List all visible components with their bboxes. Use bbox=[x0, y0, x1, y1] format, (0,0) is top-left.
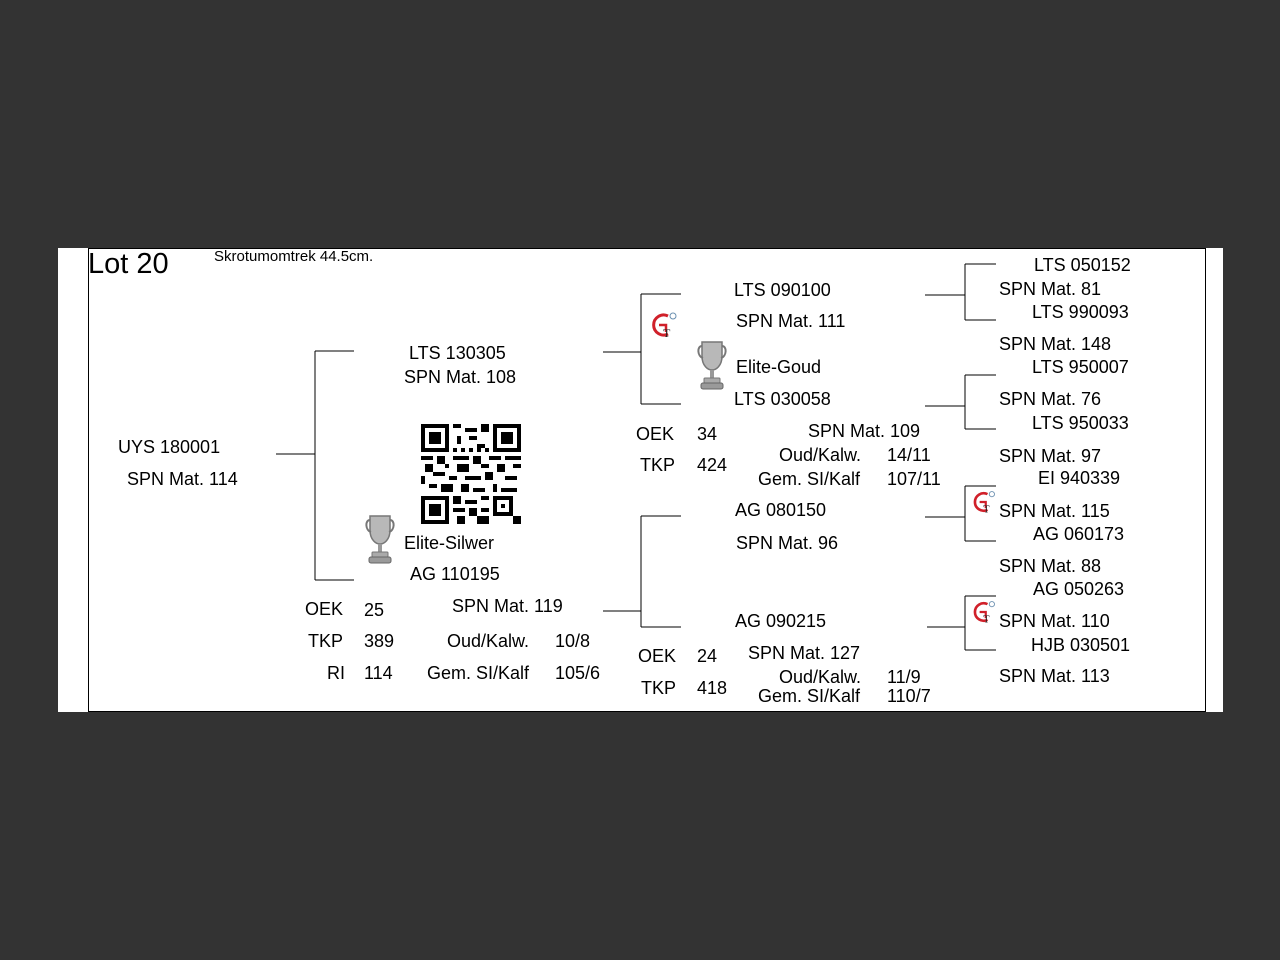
dam-spn: SPN Mat. 119 bbox=[452, 596, 563, 616]
gt-logo-icon: T bbox=[973, 601, 995, 626]
dam-oek: 25 bbox=[364, 600, 385, 620]
trophy-icon bbox=[365, 515, 395, 564]
sd-oud-label: Oud/Kalw. bbox=[779, 445, 862, 465]
svg-text:T: T bbox=[663, 326, 671, 340]
lot-title: Lot 20 bbox=[88, 248, 169, 280]
dd-tkp: 418 bbox=[697, 678, 728, 698]
dd-oud-label: Oud/Kalw. bbox=[779, 667, 862, 687]
qr-code bbox=[421, 424, 521, 524]
dam-tkp: 389 bbox=[364, 631, 395, 651]
svg-text:T: T bbox=[983, 615, 990, 626]
dam-oud: 10/8 bbox=[555, 631, 591, 651]
ds-id: AG 080150 bbox=[735, 500, 827, 520]
dd-oud: 11/9 bbox=[887, 667, 921, 687]
gt-logo-icon: T bbox=[652, 312, 677, 340]
dam-gem: 105/6 bbox=[555, 663, 601, 683]
gen3-spn: SPN Mat. 97 bbox=[999, 446, 1102, 466]
sd-oek: 34 bbox=[697, 424, 718, 444]
dd-id: AG 090215 bbox=[735, 611, 827, 631]
dam-id: AG 110195 bbox=[410, 564, 500, 584]
svg-text:T: T bbox=[983, 505, 990, 516]
dam-ri-label: RI bbox=[327, 663, 345, 683]
animal-spn: SPN Mat. 114 bbox=[127, 469, 238, 489]
ss-spn: SPN Mat. 111 bbox=[736, 311, 846, 331]
sire-id: LTS 130305 bbox=[409, 343, 506, 363]
gen3-spn: SPN Mat. 115 bbox=[999, 501, 1110, 521]
dd-gem-label: Gem. SI/Kalf bbox=[758, 686, 861, 706]
ds-spn: SPN Mat. 96 bbox=[736, 533, 839, 553]
dd-spn: SPN Mat. 127 bbox=[748, 643, 861, 663]
sd-gem: 107/11 bbox=[887, 469, 941, 489]
dam-ri: 114 bbox=[364, 663, 393, 683]
gen3-id: LTS 050152 bbox=[1034, 255, 1131, 275]
dam-oud-label: Oud/Kalw. bbox=[447, 631, 530, 651]
pedigree-frame bbox=[88, 248, 1206, 712]
pedigree-lines bbox=[276, 263, 996, 651]
sd-spn: SPN Mat. 109 bbox=[808, 421, 921, 441]
dam-oek-label: OEK bbox=[305, 599, 344, 619]
gen3-id: LTS 950007 bbox=[1032, 357, 1129, 377]
dd-gem: 110/7 bbox=[887, 686, 931, 706]
gen3-id: AG 050263 bbox=[1033, 579, 1125, 599]
gen3-spn: SPN Mat. 148 bbox=[999, 334, 1112, 354]
gen3-id: LTS 950033 bbox=[1032, 413, 1129, 433]
scrotum-measure: Skrotumomtrek 44.5cm. bbox=[214, 248, 374, 265]
dd-oek: 24 bbox=[697, 646, 718, 666]
pedigree-sheet: Lot 20 Skrotumomtrek 44.5cm. UYS 180001 … bbox=[58, 248, 1223, 712]
gt-logo-icon: T bbox=[973, 491, 995, 516]
sd-tkp-label: TKP bbox=[640, 455, 676, 475]
sd-award: Elite-Goud bbox=[736, 357, 822, 377]
sd-id: LTS 030058 bbox=[734, 389, 831, 409]
gen3-id: LTS 990093 bbox=[1032, 302, 1129, 322]
gen3-id: HJB 030501 bbox=[1031, 635, 1131, 655]
gen3-spn: SPN Mat. 88 bbox=[999, 556, 1102, 576]
sd-oek-label: OEK bbox=[636, 424, 675, 444]
gen3-spn: SPN Mat. 113 bbox=[999, 666, 1110, 686]
sd-tkp: 424 bbox=[697, 455, 728, 475]
animal-id: UYS 180001 bbox=[118, 437, 221, 457]
sd-oud: 14/11 bbox=[887, 445, 931, 465]
trophy-icon bbox=[697, 341, 727, 390]
sire-spn: SPN Mat. 108 bbox=[404, 367, 517, 387]
gen3-spn: SPN Mat. 81 bbox=[999, 279, 1102, 299]
dam-tkp-label: TKP bbox=[308, 631, 344, 651]
gen3-spn: SPN Mat. 110 bbox=[999, 611, 1110, 631]
sd-gem-label: Gem. SI/Kalf bbox=[758, 469, 861, 489]
gen3-spn: SPN Mat. 76 bbox=[999, 389, 1102, 409]
gen3-id: EI 940339 bbox=[1038, 468, 1121, 488]
gen3-id: AG 060173 bbox=[1033, 524, 1125, 544]
dd-oek-label: OEK bbox=[638, 646, 677, 666]
dam-award: Elite-Silwer bbox=[404, 533, 495, 553]
dam-gem-label: Gem. SI/Kalf bbox=[427, 663, 530, 683]
dd-tkp-label: TKP bbox=[641, 678, 677, 698]
ss-id: LTS 090100 bbox=[734, 280, 831, 300]
